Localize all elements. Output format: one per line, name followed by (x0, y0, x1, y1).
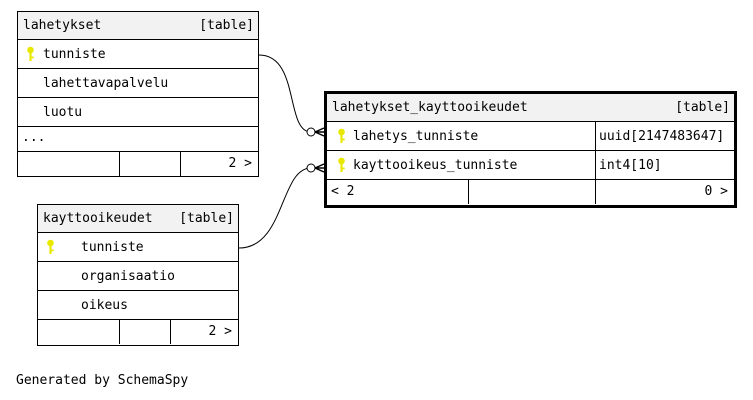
column-row-foreign-key[interactable]: kayttooikeus_tunniste int4[10] (327, 151, 734, 180)
column-row[interactable]: oikeus (38, 291, 238, 320)
relation-kayttooikeudet-line (238, 167, 312, 249)
column-type: int4[10] (599, 158, 662, 173)
column-row-primary-key[interactable]: tunniste (38, 233, 238, 262)
table-type: [table] (675, 100, 730, 115)
table-header: lahetykset [table] (18, 12, 258, 40)
column-row[interactable]: lahettavapalvelu (18, 69, 258, 98)
children-count[interactable]: 2 > (228, 156, 252, 171)
table-lahetykset-kayttooikeudet[interactable]: lahetykset_kayttooikeudet [table] lahety… (324, 91, 737, 208)
column-name: lahetys_tunniste (353, 129, 479, 144)
key-icon (338, 128, 345, 143)
column-name: luotu (43, 105, 83, 120)
footer-divider (170, 320, 171, 344)
more-columns-ellipsis: ... (22, 130, 46, 145)
column-row-foreign-key[interactable]: lahetys_tunniste uuid[2147483647] (327, 122, 734, 151)
column-type-divider (595, 122, 596, 150)
table-lahetykset[interactable]: lahetykset [table] tunniste lahettavapal… (17, 11, 259, 177)
more-columns-row[interactable]: ... (18, 127, 258, 152)
table-name[interactable]: lahetykset_kayttooikeudet (332, 100, 528, 115)
relation-kayttooikeudet-optional-marker (306, 163, 316, 173)
column-name: organisaatio (81, 269, 175, 284)
table-type: [table] (179, 211, 234, 226)
column-name: oikeus (81, 298, 128, 313)
parents-count[interactable]: < 2 (331, 184, 355, 199)
generated-by-footer: Generated by SchemaSpy (16, 373, 189, 388)
footer-divider (180, 152, 181, 176)
table-name[interactable]: kayttooikeudet (43, 211, 153, 226)
key-icon (47, 239, 54, 254)
key-icon (338, 157, 345, 172)
table-kayttooikeudet[interactable]: kayttooikeudet [table] tunniste organisa… (37, 204, 239, 346)
relation-lahetykset-line (258, 54, 312, 133)
column-name: lahettavapalvelu (43, 76, 169, 91)
table-header: kayttooikeudet [table] (38, 205, 238, 233)
column-row[interactable]: organisaatio (38, 262, 238, 291)
key-icon (27, 46, 34, 61)
column-row-primary-key[interactable]: tunniste (18, 40, 258, 69)
table-header: lahetykset_kayttooikeudet [table] (327, 94, 734, 122)
column-name: tunniste (81, 240, 144, 255)
table-footer: 2 > (18, 152, 258, 176)
column-type: uuid[2147483647] (599, 129, 725, 144)
footer-divider (468, 180, 469, 204)
table-name[interactable]: lahetykset (23, 18, 102, 33)
column-row[interactable]: luotu (18, 98, 258, 127)
table-type: [table] (199, 18, 254, 33)
relation-kayttooikeudet-crowfoot (314, 163, 325, 173)
footer-divider (595, 180, 596, 204)
relation-lahetykset-crowfoot (314, 127, 325, 137)
table-footer: < 2 0 > (327, 180, 734, 204)
column-type-divider (595, 151, 596, 179)
children-count[interactable]: 0 > (704, 184, 728, 199)
footer-divider (119, 152, 120, 176)
column-name: kayttooikeus_tunniste (353, 158, 518, 173)
column-name: tunniste (43, 47, 106, 62)
relation-lahetykset-optional-marker (306, 127, 316, 137)
table-footer: 2 > (38, 320, 238, 344)
footer-divider (119, 320, 120, 344)
children-count[interactable]: 2 > (208, 324, 232, 339)
